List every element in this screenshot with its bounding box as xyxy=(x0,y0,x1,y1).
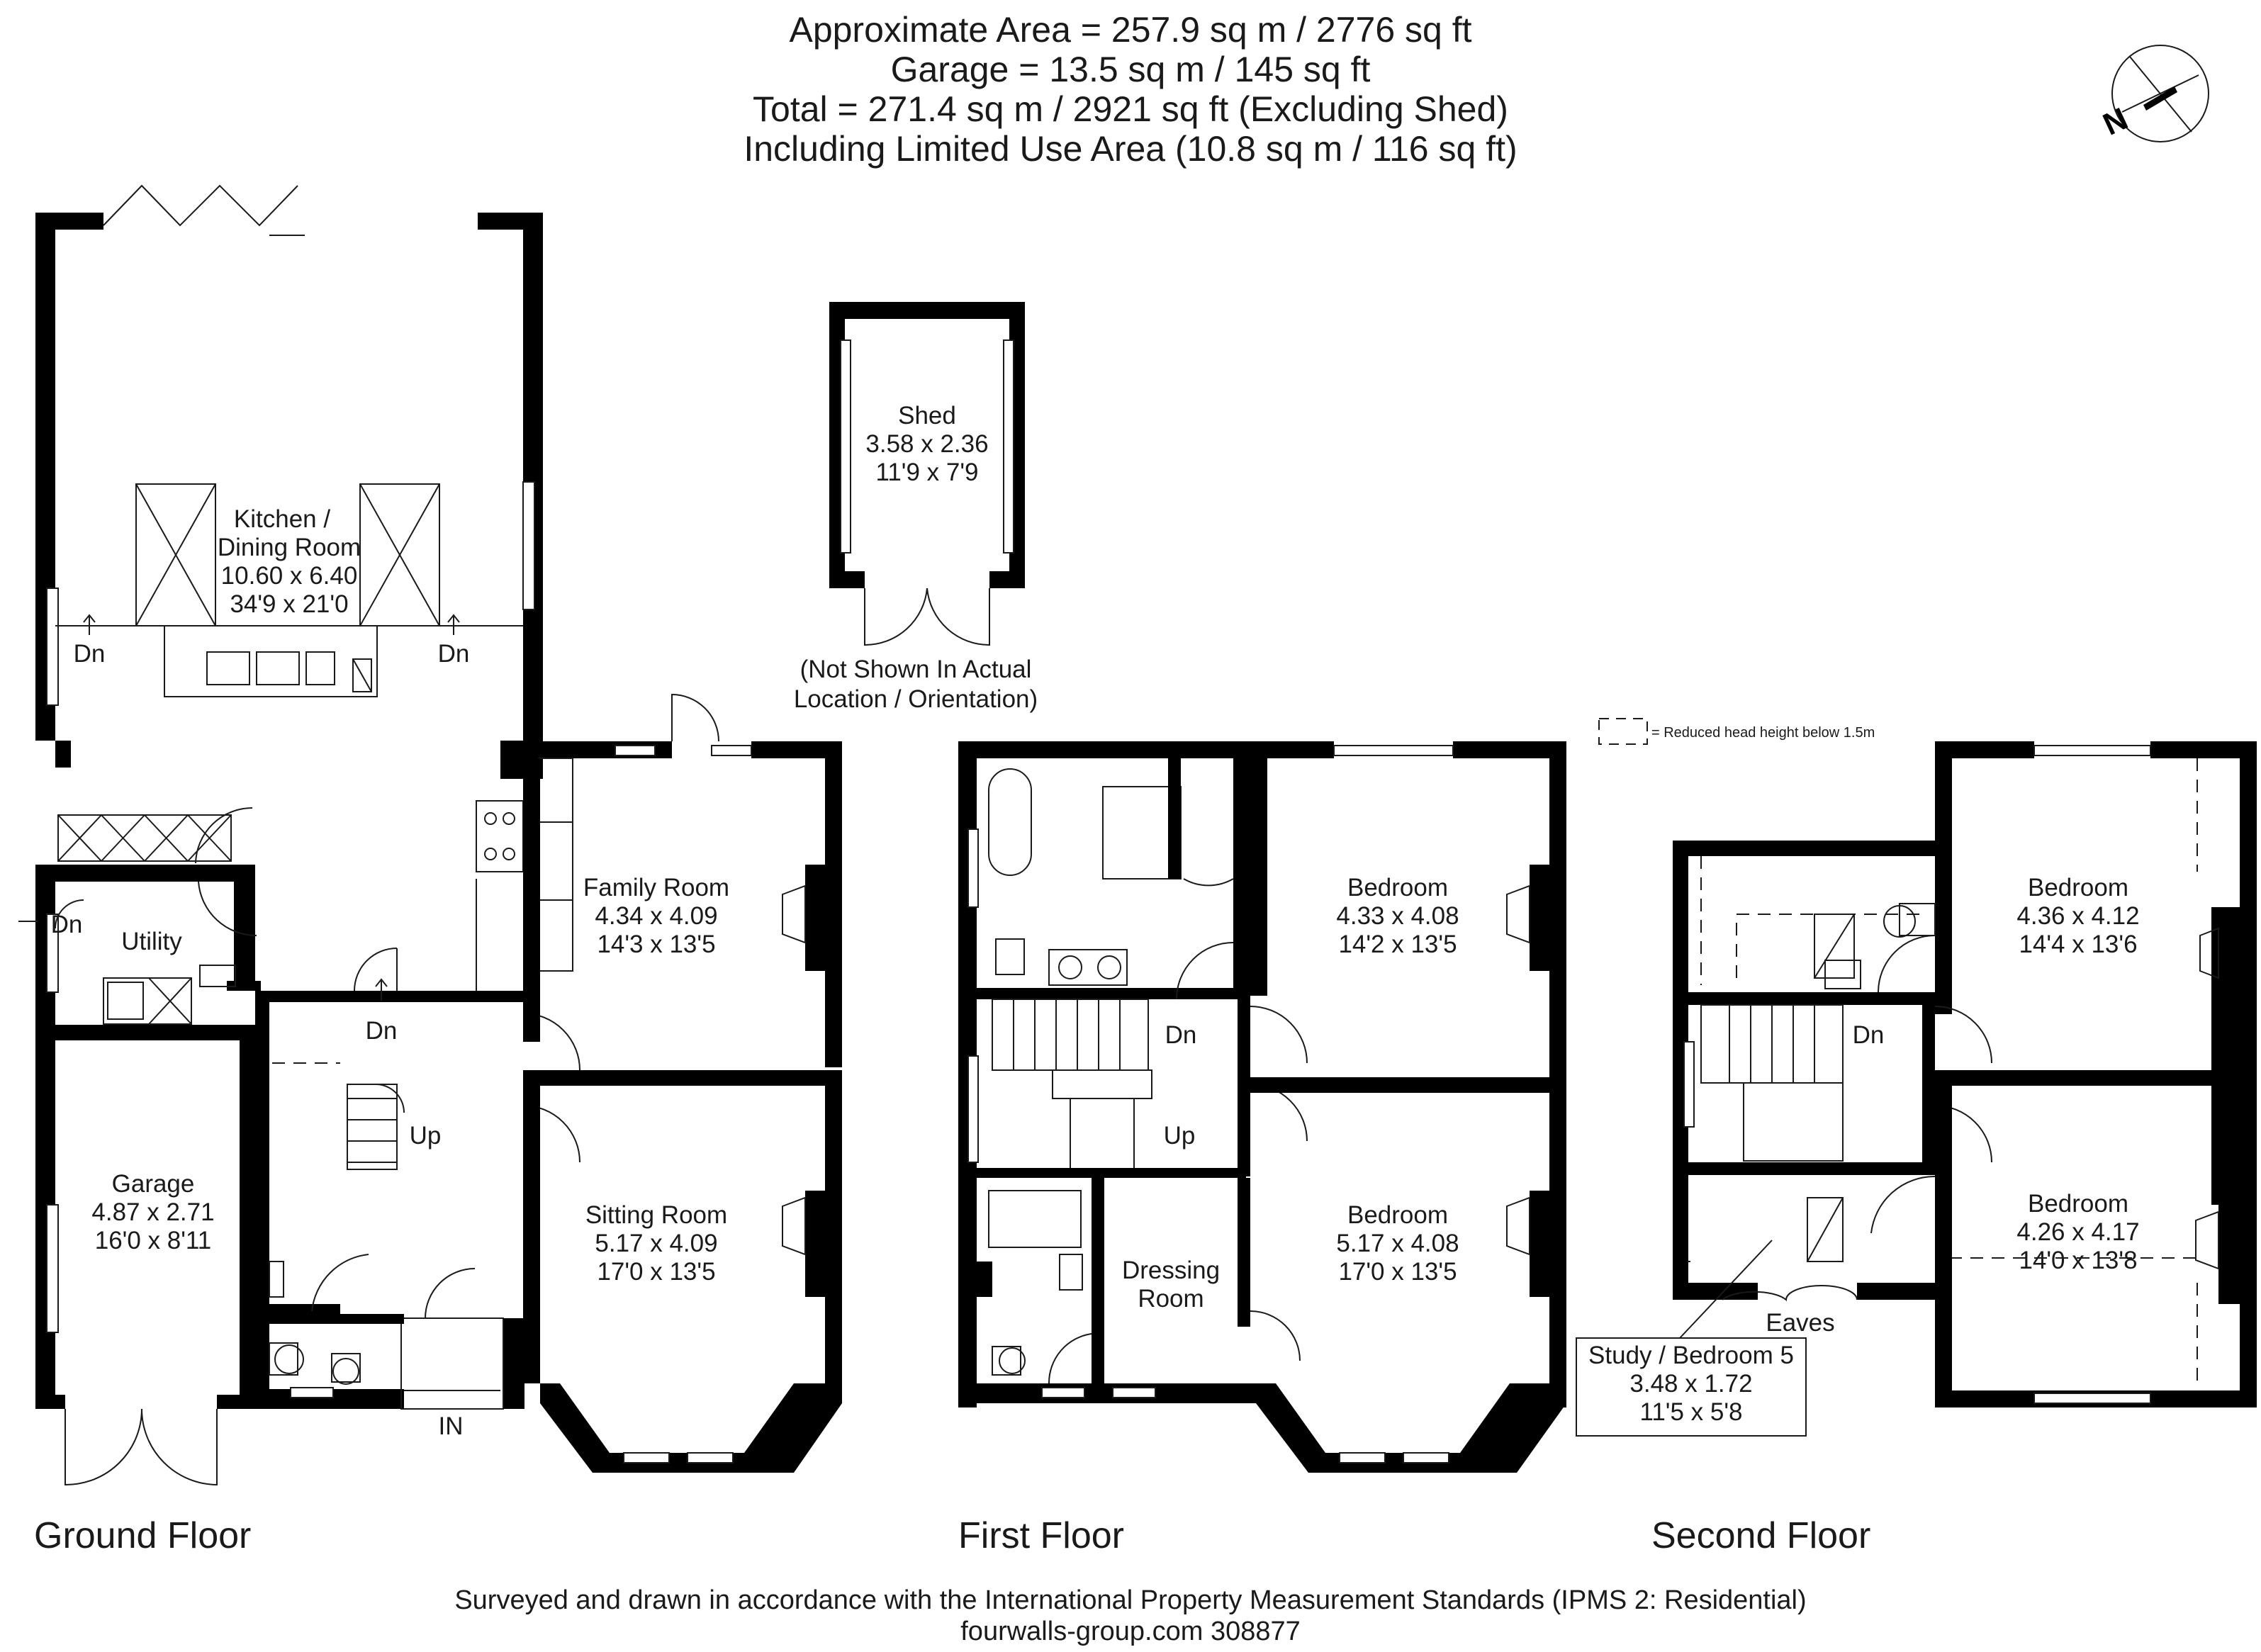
family-room-dimensions-metric: 4.34 x 4.09 xyxy=(595,902,717,930)
study-name: Study / Bedroom 5 xyxy=(1588,1342,1794,1369)
ground-floor-label: Ground Floor xyxy=(34,1515,251,1556)
ff-bedroom-2-name: Bedroom xyxy=(1347,1201,1448,1229)
ff-bedroom-1-dimensions-imperial: 14'2 x 13'5 xyxy=(1338,931,1457,958)
sf-bedroom-1-dimensions-imperial: 14'4 x 13'6 xyxy=(2019,931,2137,958)
shed-plan xyxy=(829,302,1025,646)
kitchen-dimensions-metric: 10.60 x 6.40 xyxy=(221,562,358,590)
area-line-approximate: Approximate Area = 257.9 sq m / 2776 sq … xyxy=(789,10,1472,50)
second-floor-plan xyxy=(1576,741,2257,1437)
floor-labels: Ground Floor First Floor Second Floor xyxy=(34,1515,1870,1556)
garage-dimensions-metric: 4.87 x 2.71 xyxy=(91,1198,214,1226)
compass-icon: N xyxy=(2098,45,2209,142)
sf-bedroom-2-dimensions-metric: 4.26 x 4.17 xyxy=(2016,1218,2139,1246)
family-room-name: Family Room xyxy=(583,874,729,901)
dressing-room-name-line1: Dressing xyxy=(1122,1257,1220,1284)
in-marker-entrance: IN xyxy=(439,1412,464,1440)
sitting-room-name: Sitting Room xyxy=(585,1201,727,1229)
sitting-room-dimensions-metric: 5.17 x 4.09 xyxy=(595,1230,717,1257)
garage-dimensions-imperial: 16'0 x 8'11 xyxy=(95,1227,212,1254)
ff-bedroom-2-dimensions-imperial: 17'0 x 13'5 xyxy=(1338,1258,1457,1286)
ff-bedroom-2-dimensions-metric: 5.17 x 4.08 xyxy=(1336,1230,1459,1257)
sitting-room-dimensions-imperial: 17'0 x 13'5 xyxy=(597,1258,715,1286)
kitchen-name-line2: Dining Room xyxy=(218,534,361,561)
up-marker-first-floor: Up xyxy=(1164,1122,1196,1150)
dressing-room-name-line2: Room xyxy=(1138,1285,1204,1313)
dn-marker-first-floor: Dn xyxy=(1165,1021,1197,1049)
utility-name: Utility xyxy=(121,928,182,955)
kitchen-name-line1: Kitchen / xyxy=(234,505,330,533)
ground-floor-plan xyxy=(35,184,842,1486)
first-floor-plan xyxy=(958,741,1566,1473)
dn-marker-kitchen-right: Dn xyxy=(438,640,470,668)
dn-marker-utility: Dn xyxy=(51,911,83,938)
kitchen-dimensions-imperial: 34'9 x 21'0 xyxy=(230,590,348,618)
footer-standards-note: Surveyed and drawn in accordance with th… xyxy=(454,1585,1807,1615)
footer-website-reference: fourwalls-group.com 308877 xyxy=(960,1617,1301,1646)
ff-bedroom-1-name: Bedroom xyxy=(1347,874,1448,901)
area-summary: Approximate Area = 257.9 sq m / 2776 sq … xyxy=(0,10,2261,169)
legend-text: = Reduced head height below 1.5m xyxy=(1651,725,1875,741)
second-floor-label: Second Floor xyxy=(1651,1515,1870,1556)
dn-marker-second-floor: Dn xyxy=(1853,1021,1885,1049)
first-floor-label: First Floor xyxy=(958,1515,1124,1556)
sf-bedroom-2-dimensions-imperial: 14'0 x 13'8 xyxy=(2019,1247,2137,1274)
ff-bedroom-1-dimensions-metric: 4.33 x 4.08 xyxy=(1336,902,1459,930)
footer: Surveyed and drawn in accordance with th… xyxy=(0,1585,2261,1647)
family-room-dimensions-imperial: 14'3 x 13'5 xyxy=(597,931,715,958)
eaves-marker: Eaves xyxy=(1766,1309,1834,1337)
sf-bedroom-1-name: Bedroom xyxy=(2028,874,2128,901)
up-marker-ground: Up xyxy=(410,1122,442,1150)
dn-marker-hall: Dn xyxy=(366,1017,398,1045)
shed-name: Shed xyxy=(898,402,956,429)
dn-marker-kitchen-left: Dn xyxy=(74,640,106,668)
head-height-legend: = Reduced head height below 1.5m xyxy=(1598,718,1875,745)
area-line-garage: Garage = 13.5 sq m / 145 sq ft xyxy=(890,50,1371,89)
room-labels: Kitchen / Dining Room 10.60 x 6.40 34'9 … xyxy=(91,402,2139,1426)
area-line-limited-use: Including Limited Use Area (10.8 sq m / … xyxy=(744,129,1517,169)
area-line-total: Total = 271.4 sq m / 2921 sq ft (Excludi… xyxy=(753,89,1508,129)
garage-name: Garage xyxy=(112,1170,195,1198)
study-dimensions-metric: 3.48 x 1.72 xyxy=(1629,1370,1752,1398)
shed-dimensions-metric: 3.58 x 2.36 xyxy=(865,430,988,458)
compass-north-label: N xyxy=(2098,101,2133,142)
shed-note-line2: Location / Orientation) xyxy=(794,685,1038,713)
shed-note-line1: (Not Shown In Actual xyxy=(800,656,1032,683)
sf-bedroom-1-dimensions-metric: 4.36 x 4.12 xyxy=(2016,902,2139,930)
stair-and-entry-markers: Dn Dn Dn Dn Up IN Dn Up Dn Eaves xyxy=(18,614,1885,1440)
sf-bedroom-2-name: Bedroom xyxy=(2028,1190,2128,1218)
study-dimensions-imperial: 11'5 x 5'8 xyxy=(1639,1398,1742,1426)
shed-dimensions-imperial: 11'9 x 7'9 xyxy=(875,459,978,486)
